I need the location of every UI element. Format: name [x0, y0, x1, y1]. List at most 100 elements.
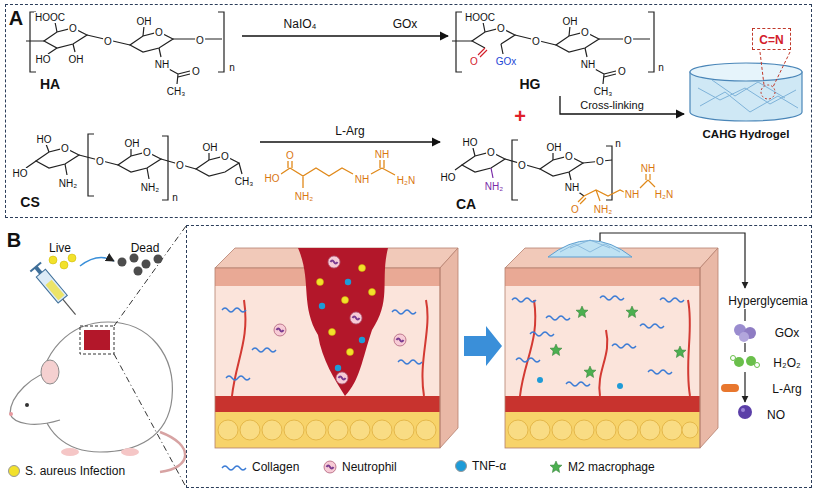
atom-label: GOx [495, 56, 518, 67]
annotation-text: GOx [393, 17, 418, 31]
label-wrap: CH₃ [234, 172, 255, 188]
healed-skin-block [600, 296, 624, 300]
wound-skin-block [350, 312, 362, 324]
neutrophil-icon [324, 461, 336, 473]
pathway-icons [721, 384, 739, 392]
atom-label: NH₂ [294, 191, 314, 202]
atom-label: NH [374, 149, 390, 160]
atom-label: NH₂ [593, 204, 613, 215]
healed-skin-block [512, 298, 536, 302]
wound-skin-block [336, 372, 348, 384]
reagent-label: L-Arg [335, 124, 364, 138]
wound-skin-block [319, 279, 365, 371]
healed-skin-block [600, 233, 745, 288]
hg-structure [556, 32, 599, 52]
mouse-illustration [25, 403, 29, 407]
label-wrap: O [191, 62, 201, 78]
atom-label: NH [154, 59, 170, 70]
wound-skin-block [317, 279, 324, 286]
hg-structure [456, 12, 654, 72]
cs-structure [26, 134, 242, 200]
label-wrap: O [570, 200, 580, 216]
node-title: CA [456, 196, 476, 212]
healed-skin-block [508, 420, 698, 440]
wound-skin-block [306, 420, 326, 440]
annotation-text: NO [767, 408, 785, 422]
syringe-icon [36, 269, 67, 303]
atom-label: O [60, 143, 70, 154]
label-wrap: NH [624, 185, 640, 201]
transition-arrow [464, 326, 502, 366]
ha-structure [26, 12, 224, 84]
syringe-icon [80, 257, 114, 266]
hydrogel-cylinder [690, 52, 802, 121]
atom-label: H₂N [396, 175, 416, 186]
node-title: A [9, 7, 23, 29]
atom-label: HOOC [464, 12, 496, 23]
atom-label: O [191, 66, 201, 77]
healed-skin-block [640, 324, 664, 328]
label-wrap: NH₂ [140, 178, 160, 194]
healed-skin-block [596, 420, 616, 440]
cs-structure [36, 148, 79, 168]
node-title: HG [520, 76, 541, 92]
label-wrap: HO [264, 169, 281, 185]
transition-arrow [464, 326, 502, 366]
atom-label: O [570, 204, 580, 215]
legend-item: S. aureus Infection [8, 464, 125, 478]
label-wrap: O [486, 143, 496, 159]
healed-skin-block [550, 344, 562, 356]
wound-skin-block [215, 396, 440, 412]
annotation-text: L-Arg [772, 382, 801, 396]
atom-label: O [285, 150, 295, 161]
label-wrap: NH₂ [593, 200, 613, 216]
label-wrap: OH [124, 134, 141, 150]
wound-skin-block [215, 248, 458, 448]
wound-skin-block [345, 279, 351, 285]
healed-skin-block [618, 420, 638, 440]
label-wrap: n [228, 58, 236, 74]
mouse-illustration [121, 448, 139, 456]
syringe-icon [154, 255, 163, 264]
healed-skin-block [584, 366, 596, 378]
label-wrap: O [60, 139, 70, 155]
arginine-structure [281, 160, 395, 188]
wound-skin-block [298, 248, 388, 396]
hydrogel-cylinder [761, 85, 775, 99]
atom-label: OH [68, 54, 85, 65]
atom-label: n [657, 62, 665, 73]
node-label-wrap: HG [520, 76, 541, 92]
legend-item: Collagen [220, 459, 299, 475]
panel-frame: B [186, 225, 812, 488]
label-wrap: HO [12, 164, 29, 180]
pathway-icons [738, 405, 752, 419]
legend-icon [548, 459, 564, 475]
mouse-illustration [80, 326, 114, 354]
atom-label: O [623, 35, 633, 46]
healed-skin-block [674, 346, 686, 358]
cs-structure [196, 156, 239, 176]
node-label-wrap: CAHG Hydrogel [703, 125, 790, 141]
atom-label: NH₂ [58, 178, 78, 189]
atom-label: OH [546, 142, 563, 153]
ha-structure [30, 12, 224, 72]
reaction-arrow [260, 141, 440, 142]
label-wrap: Hyperglycemia [728, 292, 807, 308]
pathway-icons [739, 332, 749, 342]
label-wrap: HOOC [34, 8, 66, 24]
atom-label: CH₃ [166, 86, 187, 97]
atom-label: OH [562, 16, 579, 27]
healed-skin-block [505, 396, 700, 412]
healed-skin-block [537, 377, 623, 389]
wound-skin-block [226, 376, 250, 380]
atom-label: O [68, 23, 78, 34]
atom-label: NH [564, 182, 580, 193]
label-wrap: OH [546, 138, 563, 154]
healed-skin-block [660, 298, 684, 302]
node-title: CAHG Hydrogel [703, 128, 790, 140]
edge-label-wrap: Cross-linking [580, 96, 644, 112]
atom-label: O [154, 27, 164, 38]
label-wrap: Dead [131, 239, 160, 255]
healed-skin-block [505, 412, 700, 448]
